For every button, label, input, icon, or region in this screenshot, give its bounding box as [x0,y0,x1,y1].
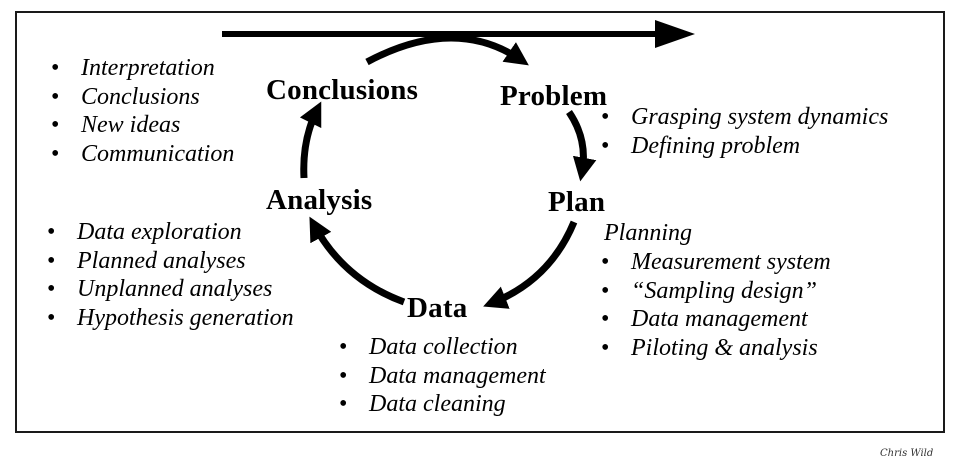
problem-list: Grasping system dynamics Defining proble… [597,103,888,160]
list-item: Interpretation [47,54,234,83]
stage-data: Data [407,292,468,324]
list-item: New ideas [47,111,234,140]
analysis-list: Data exploration Planned analyses Unplan… [43,218,294,332]
arrow-plan-to-data [483,220,578,309]
list-item: Defining problem [597,132,888,161]
list-item: Data cleaning [335,390,546,419]
list-item: Planned analyses [43,247,294,276]
list-item: “Sampling design” [597,277,831,306]
list-item: Data management [597,305,831,334]
author-signature: Chris Wild [880,448,934,459]
timeline-arrowhead [655,20,695,48]
list-item: Data collection [335,333,546,362]
list-item: Grasping system dynamics [597,103,888,132]
diagram-frame [15,11,945,433]
list-item: Piloting & analysis [597,334,831,363]
list-item: Communication [47,140,234,169]
list-item: Unplanned analyses [43,275,294,304]
list-item: Data exploration [43,218,294,247]
list-item: Data management [335,362,546,391]
list-item: Hypothesis generation [43,304,294,333]
list-item: Conclusions [47,83,234,112]
arrow-data-to-analysis [309,216,406,306]
plan-heading: Planning [604,220,692,246]
plan-list: Measurement system “Sampling design” Dat… [597,248,831,362]
stage-analysis: Analysis [266,184,373,216]
conclusions-list: Interpretation Conclusions New ideas Com… [47,54,234,168]
stage-plan: Plan [548,186,606,218]
data-list: Data collection Data management Data cle… [335,333,546,419]
arrow-conclusions-to-problem [365,34,529,66]
list-item: Measurement system [597,248,831,277]
stage-conclusions: Conclusions [266,74,419,106]
stage-problem: Problem [500,80,608,112]
arrow-analysis-to-conclusions [299,101,322,179]
arrow-problem-to-plan [566,110,597,182]
